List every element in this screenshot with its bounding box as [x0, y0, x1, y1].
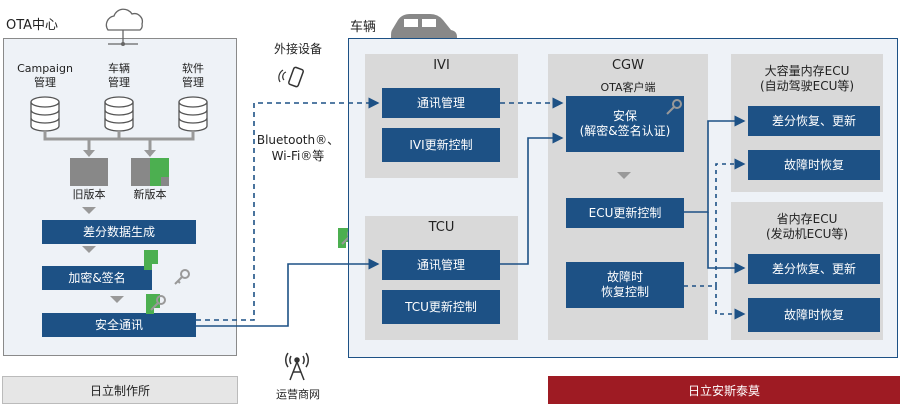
new-version-label: 新版本: [133, 188, 167, 201]
footer-astemo: 日立安斯泰莫: [548, 376, 900, 404]
secure-comm-step: 安全通讯: [42, 313, 196, 337]
small-ecu-recovery: 故障时恢复: [748, 298, 880, 332]
tcu-comm-mgmt: 通讯管理: [382, 250, 500, 280]
bluetooth-label: Bluetooth®、 Wi-Fi®等: [256, 133, 340, 163]
security-block: 安保 (解密&签名认证): [566, 96, 684, 152]
large-ecu-title: 大容量内存ECU (自动驾驶ECU等): [759, 64, 855, 93]
campaign-label: Campaign 管理: [17, 62, 73, 89]
footer-hitachi: 日立制作所: [2, 376, 238, 404]
vehicle-title: 车辆: [350, 20, 377, 35]
vehicle-mgmt-label: 车辆 管理: [108, 62, 130, 89]
recovery-ctrl: 故障时 恢复控制: [566, 262, 684, 308]
external-device-label: 外接设备: [273, 42, 322, 56]
ota-center-title: OTA中心: [6, 18, 59, 33]
large-ecu-diff: 差分恢复、更新: [748, 106, 880, 136]
small-ecu-title: 省内存ECU (发动机ECU等): [765, 212, 849, 241]
old-version-label: 旧版本: [72, 188, 106, 201]
cgw-title: CGW: [611, 58, 644, 73]
ivi-title: IVI: [433, 58, 450, 73]
ivi-comm-mgmt: 通讯管理: [382, 88, 500, 118]
software-mgmt-label: 软件 管理: [182, 62, 204, 89]
encrypt-step: 加密&签名: [42, 266, 152, 290]
tcu-update-ctrl: TCU更新控制: [382, 290, 500, 324]
ivi-update-ctrl: IVI更新控制: [382, 128, 500, 162]
ota-client-label: OTA客户端: [600, 81, 656, 94]
ecu-update-ctrl: ECU更新控制: [566, 198, 684, 228]
carrier-label: 运营商网: [276, 388, 320, 401]
small-ecu-diff: 差分恢复、更新: [748, 254, 880, 284]
large-ecu-recovery: 故障时恢复: [748, 150, 880, 180]
diff-gen-step: 差分数据生成: [42, 220, 196, 244]
tcu-title: TCU: [428, 220, 455, 235]
